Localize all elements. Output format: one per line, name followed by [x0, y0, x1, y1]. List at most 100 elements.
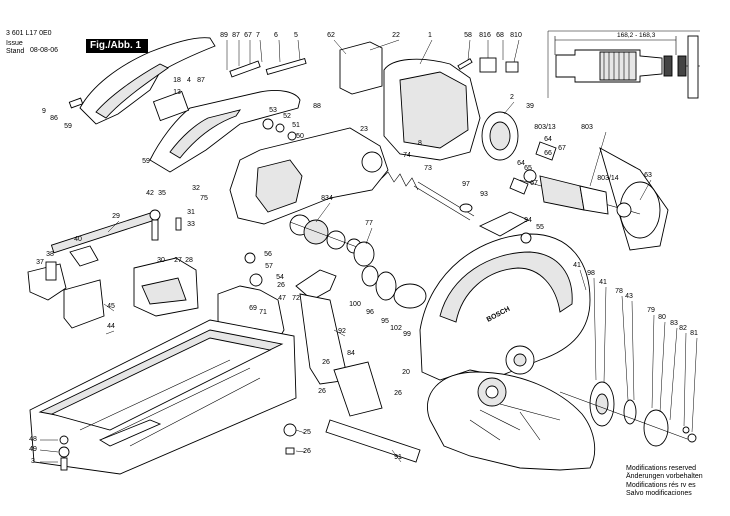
note-line: Salvo modificaciones — [626, 490, 692, 498]
part-callout: 93 — [480, 191, 488, 198]
fence-plate — [325, 361, 421, 463]
part-callout: 68 — [496, 32, 504, 39]
part-callout: 66 — [544, 150, 552, 157]
part-callout: 40 — [74, 236, 82, 243]
blade-flanges — [559, 381, 691, 447]
part-callout: 26 — [277, 282, 285, 289]
part-callout: 5 — [294, 32, 298, 39]
modification-notes: Modifications reserved Änderungen vorbeh… — [626, 465, 703, 499]
part-callout: 39 — [526, 103, 534, 110]
part-callout: 78 — [615, 288, 623, 295]
leader-lines — [39, 39, 698, 463]
part-callout: 1 — [428, 32, 432, 39]
part-callout: 67 — [244, 32, 252, 39]
blade-guard: BOSCH — [419, 211, 591, 381]
part-callout: 8 — [418, 140, 422, 147]
part-callout: 43 — [625, 293, 633, 300]
stand-label: Stand — [6, 48, 25, 55]
part-callout: 94 — [524, 217, 532, 224]
part-callout: 69 — [249, 305, 257, 312]
part-callout: 2 — [510, 94, 514, 101]
part-callout: 87 — [232, 32, 240, 39]
part-callout: 30 — [157, 257, 165, 264]
part-callout: 86 — [50, 115, 58, 122]
part-callout: 96 — [366, 309, 374, 316]
part-callout: 35 — [158, 190, 166, 197]
part-callout: 26 — [318, 388, 326, 395]
small-hardware — [45, 57, 697, 471]
part-callout: 20 — [402, 369, 410, 376]
part-callout: 75 — [200, 195, 208, 202]
part-callout: 38 — [46, 251, 54, 258]
part-callout: 803 — [581, 124, 593, 131]
part-callout: 89 — [220, 32, 228, 39]
part-callout: 79 — [647, 307, 655, 314]
part-callout: 22 — [392, 32, 400, 39]
part-callout: 41 — [573, 262, 581, 269]
part-callout: 82 — [679, 325, 687, 332]
lower-blade-guard — [427, 371, 596, 471]
part-callout: 41 — [599, 279, 607, 286]
part-callout: 37 — [36, 259, 44, 266]
part-callout: 58 — [464, 32, 472, 39]
part-callout: 80 — [658, 314, 666, 321]
vise-assembly — [27, 210, 199, 329]
part-callout: 59 — [142, 158, 150, 165]
part-callout: 92 — [338, 328, 346, 335]
part-callout: 87 — [197, 77, 205, 84]
part-callout: 51 — [292, 122, 300, 129]
part-callout: 834 — [321, 195, 333, 202]
part-callout: 27 — [174, 257, 182, 264]
part-callout: 33 — [187, 221, 195, 228]
figure-badge: Fig./Abb. 1 — [86, 39, 148, 53]
document-number: 3 601 L17 0E0 — [6, 30, 52, 37]
saw-arm — [229, 127, 389, 225]
part-callout: 72 — [292, 295, 300, 302]
part-callout: 28 — [185, 257, 193, 264]
part-callout: 88 — [313, 103, 321, 110]
part-callout: 3 — [31, 458, 35, 465]
part-callout: 803/13 — [534, 124, 556, 131]
part-callout: 71 — [259, 309, 267, 316]
part-callout: 45 — [107, 303, 115, 310]
part-callout: 32 — [192, 185, 200, 192]
upper-handle — [79, 37, 301, 173]
dimension-label: 168,2 - 168,3 — [617, 32, 656, 39]
part-callout: 52 — [283, 113, 291, 120]
part-callout: 54 — [276, 274, 284, 281]
part-callout: 62 — [327, 32, 335, 39]
part-callout: 26 — [394, 390, 402, 397]
part-callout: 26 — [303, 448, 311, 455]
part-callout: 7 — [256, 32, 260, 39]
issue-label: Issue — [6, 40, 23, 47]
part-callout: 67 — [558, 145, 566, 152]
part-callout: 18 — [173, 77, 181, 84]
part-callout: 53 — [269, 107, 277, 114]
part-callout: 29 — [112, 213, 120, 220]
part-callout: 23 — [360, 126, 368, 133]
part-callout: 4 — [187, 77, 191, 84]
motor-dimension-detail — [547, 30, 700, 99]
part-callout: 48 — [29, 436, 37, 443]
motor-housing — [339, 41, 669, 251]
part-callout: 64 — [544, 136, 552, 143]
part-callout: 81 — [690, 330, 698, 337]
part-callout: 6 — [274, 32, 278, 39]
gear-set — [289, 214, 366, 254]
part-callout: 42 — [146, 190, 154, 197]
part-callout: 84 — [347, 350, 355, 357]
part-callout: 100 — [349, 301, 361, 308]
part-callout: 56 — [264, 251, 272, 258]
note-line: Änderungen vorbehalten — [626, 473, 703, 481]
part-callout: 31 — [187, 209, 195, 216]
part-callout: 77 — [365, 220, 373, 227]
part-callout: 47 — [278, 295, 286, 302]
part-callout: 98 — [587, 270, 595, 277]
part-callout: 9 — [42, 108, 46, 115]
part-callout: 102 — [390, 325, 402, 332]
part-callout: 44 — [107, 323, 115, 330]
part-callout: 95 — [381, 318, 389, 325]
part-callout: 91 — [394, 454, 402, 461]
